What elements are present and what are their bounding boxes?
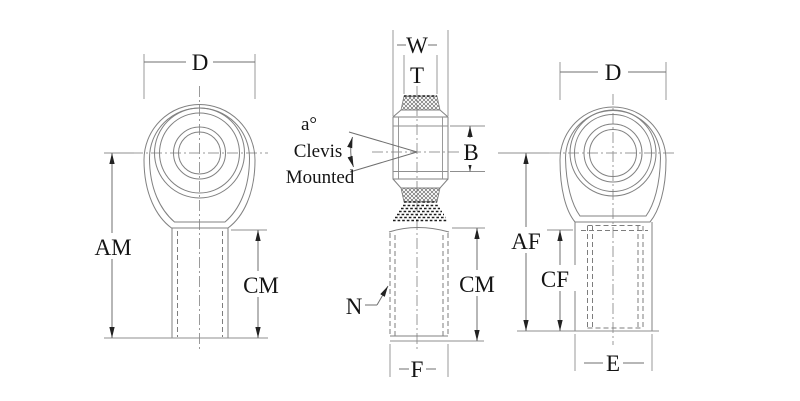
head-inner-profile — [148, 107, 251, 223]
ball-circle — [574, 114, 652, 192]
dim-label-f: F — [411, 357, 424, 382]
ball-circle — [159, 112, 240, 194]
dimension-t: T — [403, 55, 438, 94]
dim-label-d-left: D — [192, 50, 209, 75]
bore-circle — [589, 129, 637, 177]
housing-body — [392, 116, 449, 180]
dim-label-w: W — [406, 33, 428, 58]
leader-n: N — [346, 285, 389, 319]
dim-label-af: AF — [511, 229, 540, 254]
dim-label-cf: CF — [541, 267, 569, 292]
ball-bottom-cap — [400, 187, 441, 203]
dim-label-am: AM — [94, 235, 131, 260]
head-outer-profile — [143, 104, 256, 229]
side-view-rod-end: W T B a° Clev — [286, 30, 498, 382]
leader-label-n: N — [346, 294, 363, 319]
ball-race-circle — [569, 109, 657, 197]
dim-label-t: T — [410, 63, 424, 88]
head-outer-profile — [559, 106, 667, 223]
angle-label: a° — [301, 114, 317, 135]
dim-label-e: E — [606, 351, 620, 376]
dim-label-cm-middle: CM — [459, 272, 495, 297]
dim-label-d-right: D — [605, 60, 622, 85]
dimension-b: B — [450, 125, 485, 172]
dimension-cm-middle: CM — [452, 227, 498, 341]
thread-neck-dotted-rows — [393, 204, 447, 222]
shank-top-dome — [388, 227, 450, 233]
dimension-cm-left: CM — [231, 229, 282, 338]
ball-race-circle — [154, 107, 245, 199]
bore-chamfer-circle — [173, 126, 226, 180]
head-inner-profile — [564, 110, 662, 217]
dimension-w: W — [392, 30, 449, 116]
note-mounted: Mounted — [286, 167, 355, 188]
dimension-cf: CF — [534, 229, 576, 331]
dimension-af: AF — [498, 152, 549, 331]
ball-top-cap — [400, 95, 441, 111]
front-view-male-rod-end: D AM CM — [92, 50, 282, 352]
dimension-e: E — [574, 334, 653, 376]
front-view-female-rod-end: D AF CF E — [498, 60, 676, 376]
dimension-d-left: D — [143, 50, 256, 99]
dimension-d-right: D — [559, 60, 667, 100]
dim-label-b: B — [463, 140, 478, 165]
dimension-f: F — [389, 344, 449, 382]
bore-circle — [178, 131, 221, 175]
dimension-am: AM — [92, 152, 268, 339]
clevis-angle-annotation: a° Clevis Mounted — [286, 114, 418, 188]
bore-chamfer-circle — [583, 123, 643, 183]
dim-label-cm-left: CM — [243, 273, 279, 298]
note-clevis: Clevis — [294, 141, 343, 162]
